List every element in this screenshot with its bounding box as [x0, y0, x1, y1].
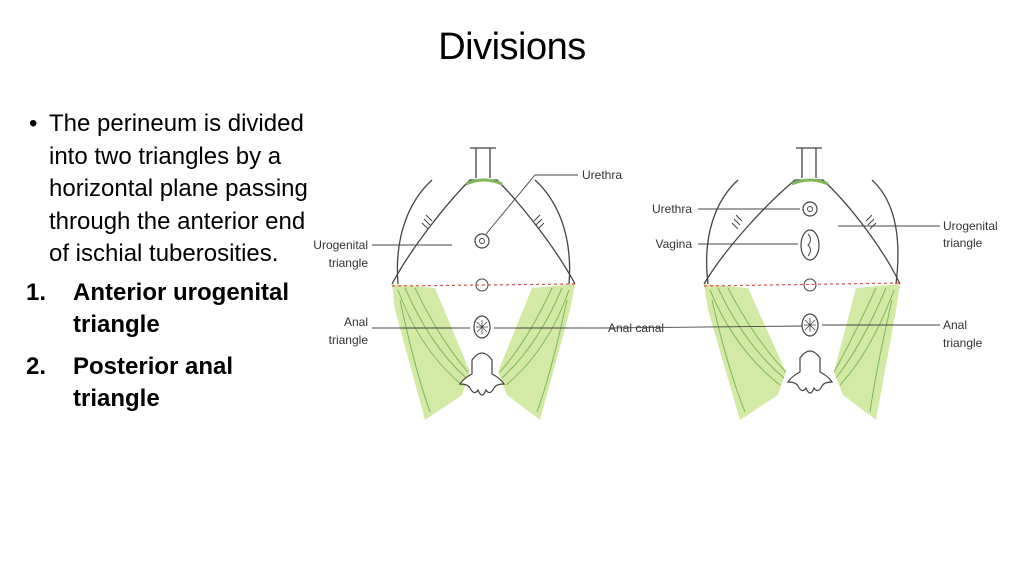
female-anal-canal-star — [804, 318, 816, 332]
female-leader-lines — [603, 208, 940, 329]
slide-title: Divisions — [438, 26, 586, 68]
female-pubic-green-band — [791, 178, 829, 186]
male-label-urogenital: Urogenital — [313, 238, 368, 252]
female-perineum-diagram: Urethra Vagina Urogenital triangle Anal … — [603, 147, 998, 420]
male-muscle-fibers — [397, 287, 570, 413]
numbered-item-1: 1. Anterior urogenital triangle — [26, 277, 316, 342]
male-label-urethra: Urethra — [582, 168, 622, 182]
male-dividing-line — [391, 283, 576, 287]
male-label-anal: Anal — [344, 315, 368, 329]
item-text: Posterior anal triangle — [73, 352, 234, 413]
male-ischiopubic-rami — [391, 179, 576, 285]
female-hatch-mark-right — [865, 214, 877, 230]
item-text: Anterior urogenital triangle — [73, 278, 290, 339]
male-urethra-stem — [470, 147, 496, 178]
female-label-vagina: Vagina — [656, 237, 693, 251]
female-label-anal: Anal — [943, 318, 967, 332]
female-pelvic-outline — [705, 179, 899, 285]
bullet-dot-icon: • — [29, 110, 38, 137]
female-urethral-opening — [802, 201, 818, 217]
male-leader-lines — [372, 174, 604, 329]
item-number: 1. — [26, 278, 47, 306]
numbered-list: 1. Anterior urogenital triangle 2. Poste… — [26, 277, 316, 416]
male-label-urogenital-triangle: triangle — [329, 256, 369, 270]
female-label-urethra: Urethra — [652, 202, 692, 216]
female-perineal-body — [803, 278, 817, 292]
numbered-item-2: 2. Posterior anal triangle — [26, 351, 316, 416]
female-vaginal-opening — [800, 229, 820, 261]
female-muscle-fibers — [709, 287, 895, 413]
male-anal-canal — [473, 315, 491, 339]
male-urethral-opening — [474, 233, 490, 249]
male-anal-canal-star — [476, 320, 488, 334]
female-label-anal-triangle: triangle — [943, 336, 983, 350]
female-label-urogenital: Urogenital — [943, 219, 998, 233]
female-anal-canal — [801, 313, 819, 337]
female-coccyx — [786, 350, 834, 394]
bullet-text: The perineum is divided into two triangl… — [49, 110, 308, 267]
female-urethra-stem — [796, 147, 822, 178]
female-dividing-line — [703, 282, 901, 287]
female-anal-triangle-muscle — [834, 284, 900, 420]
female-urethral-opening-inner — [807, 206, 813, 212]
male-hatch-mark-right — [533, 214, 545, 230]
male-perineal-body — [475, 278, 489, 292]
female-vaginal-opening-inner — [807, 233, 811, 257]
male-perineum-diagram: Urethra Urogenital triangle Anal triangl… — [313, 147, 664, 420]
female-hatch-mark-left — [731, 214, 743, 230]
female-ischiopubic-rami — [703, 179, 901, 285]
female-anal-triangle-muscle — [704, 284, 786, 420]
male-hatch-mark-left — [421, 214, 433, 230]
male-urethral-opening-inner — [479, 238, 485, 244]
male-label-anal-triangle: triangle — [329, 333, 369, 347]
bullet-item: • The perineum is divided into two trian… — [26, 108, 316, 271]
text-column: • The perineum is divided into two trian… — [26, 108, 316, 425]
female-label-urogenital-triangle: triangle — [943, 236, 983, 250]
male-pubic-green-band — [465, 178, 503, 186]
male-coccyx — [458, 352, 506, 396]
item-number: 2. — [26, 352, 47, 380]
male-pelvic-outline — [396, 179, 571, 285]
